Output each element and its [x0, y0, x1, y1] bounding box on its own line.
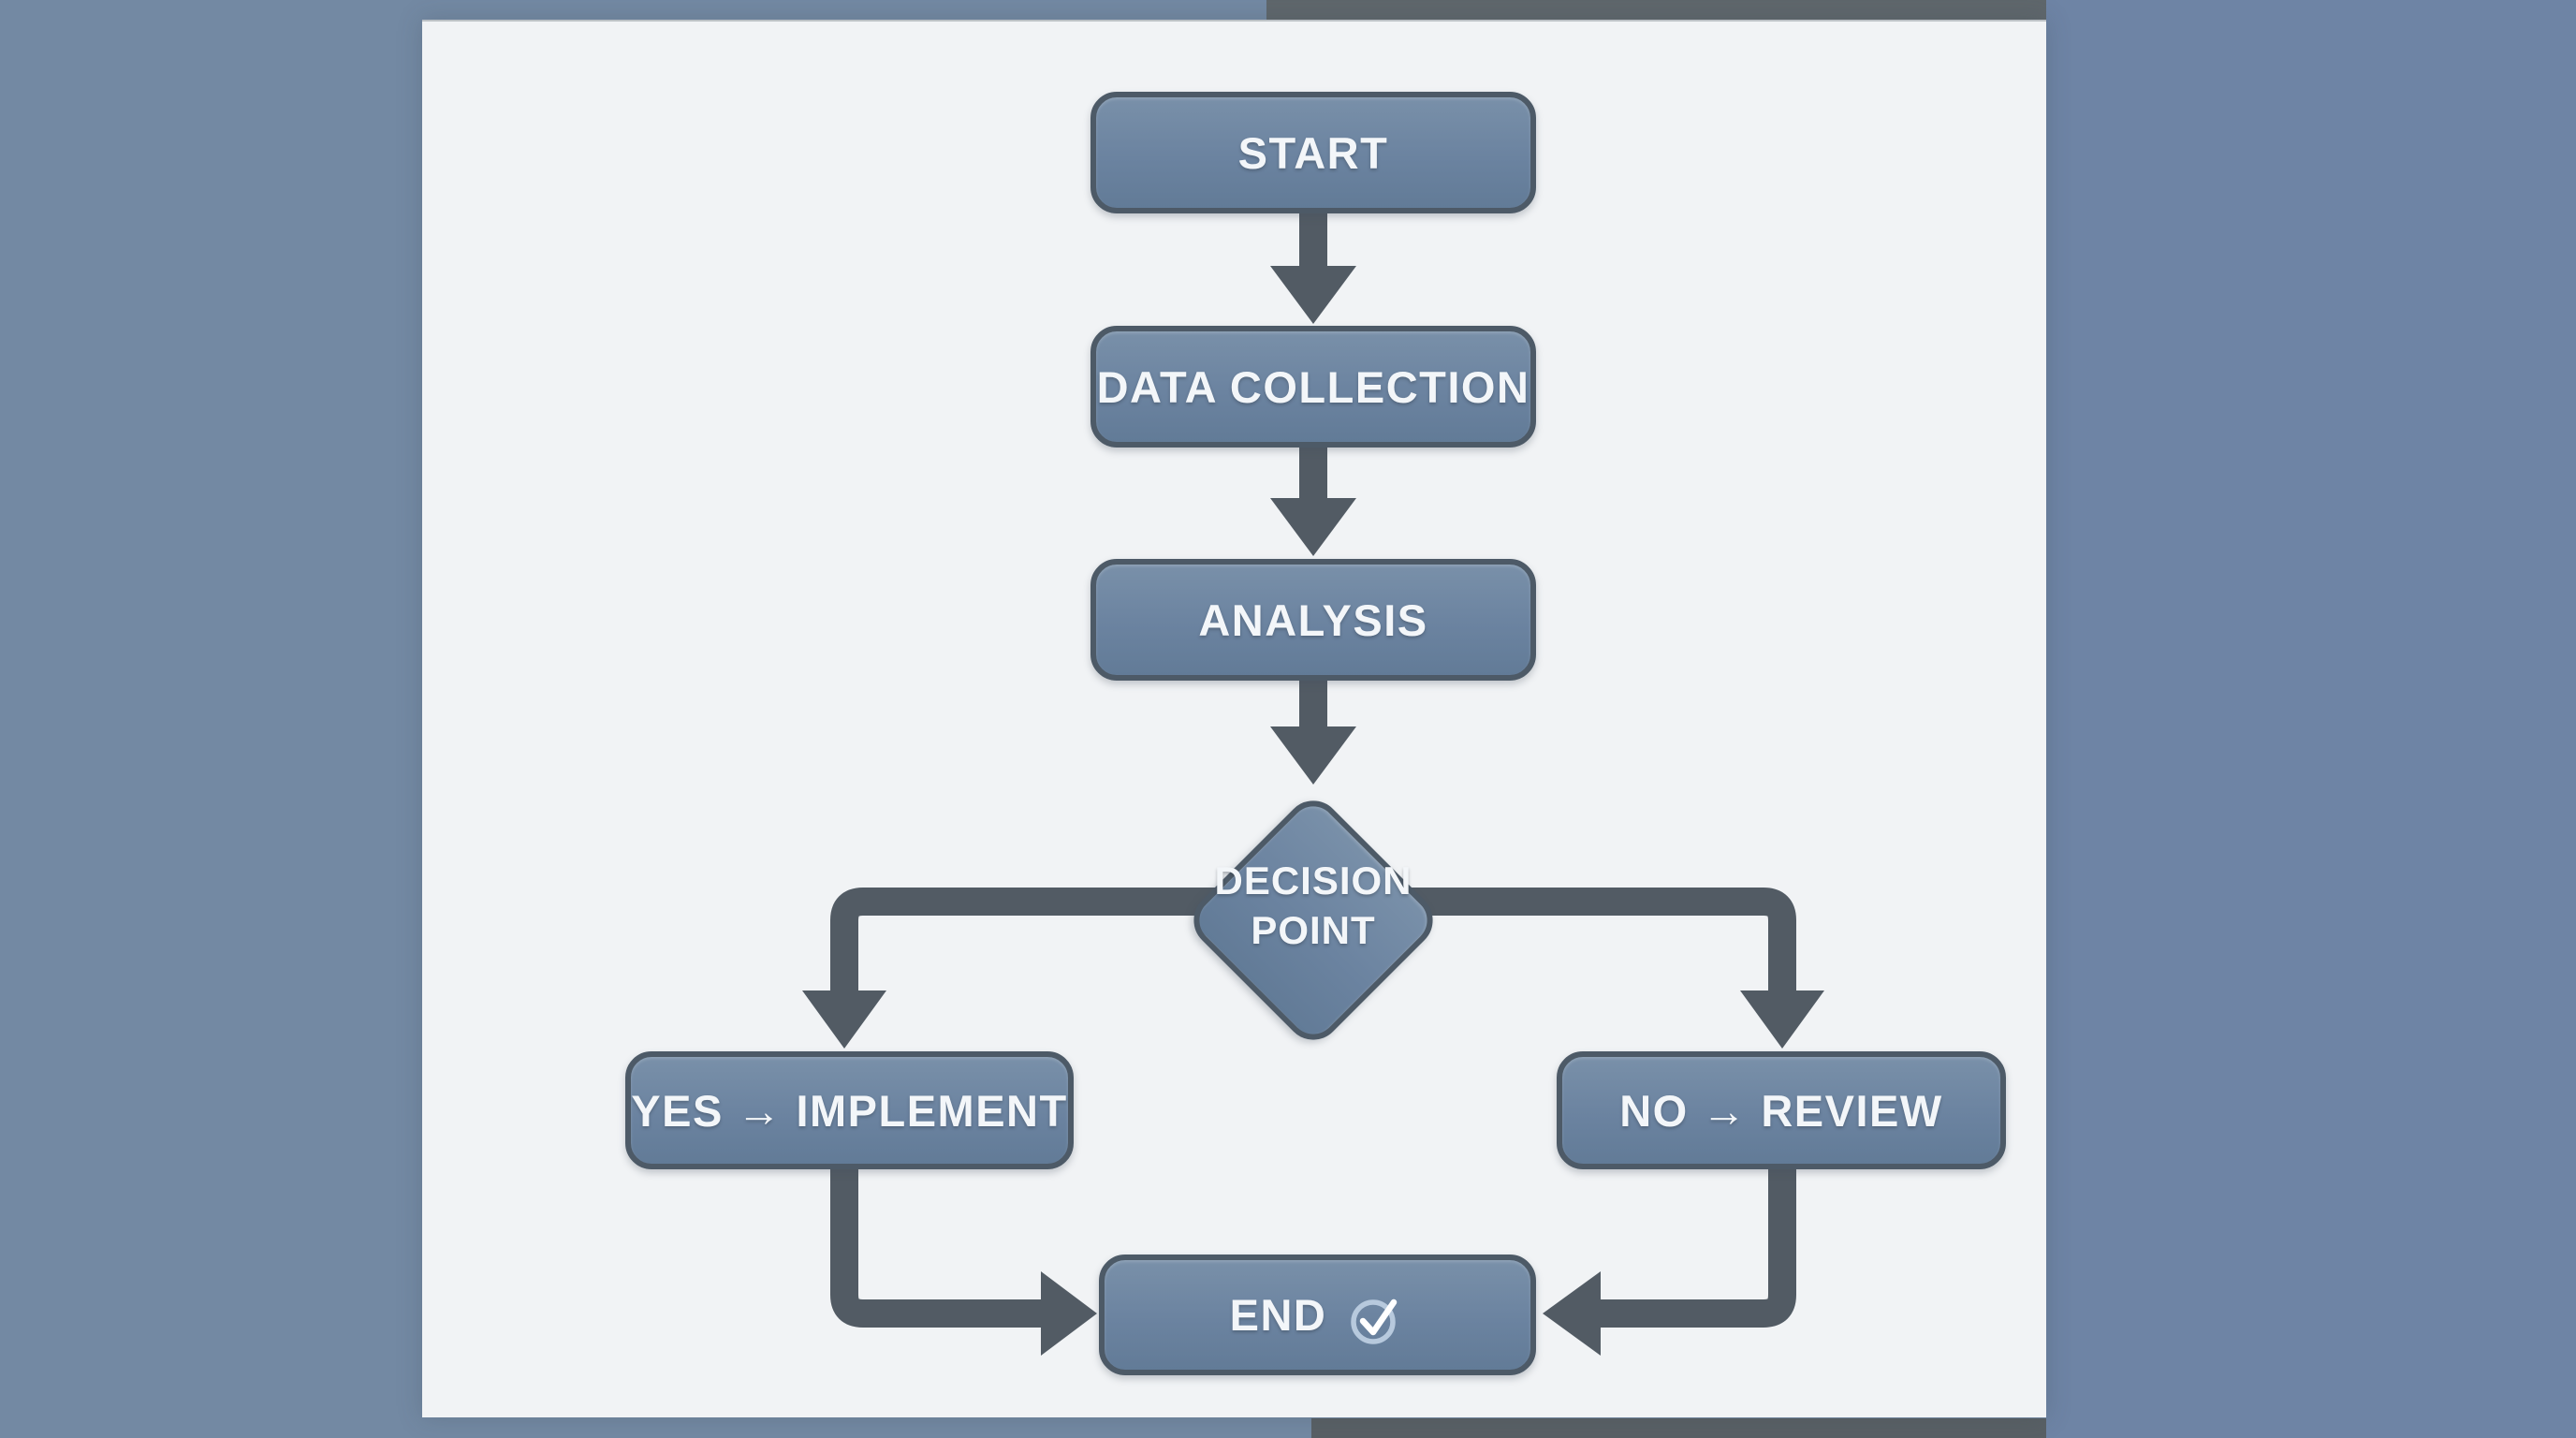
node-end-content: END — [1230, 1284, 1406, 1347]
node-start-label: START — [1237, 127, 1389, 178]
bottom-dark-strip — [1311, 1418, 2046, 1438]
node-decision-label-line2: POINT — [1251, 907, 1376, 952]
node-end: END — [1099, 1255, 1536, 1375]
top-dark-strip — [1266, 0, 2046, 20]
node-data-collection-label: DATA COLLECTION — [1096, 361, 1530, 412]
node-decision-label-line1: DECISION — [1214, 858, 1412, 902]
right-background-column — [2046, 0, 2576, 1438]
node-no-review: NO → REVIEW — [1557, 1051, 2006, 1169]
node-analysis-label: ANALYSIS — [1198, 594, 1428, 645]
node-data-collection: DATA COLLECTION — [1090, 326, 1536, 448]
node-decision-label: DECISION POINT — [1173, 857, 1454, 955]
node-start: START — [1090, 92, 1536, 213]
check-circle-icon — [1351, 1299, 1398, 1344]
node-analysis: ANALYSIS — [1090, 559, 1536, 681]
node-end-label: END — [1229, 1290, 1327, 1340]
flowchart-panel — [422, 20, 2046, 1417]
node-yes-implement: YES → IMPLEMENT — [625, 1051, 1074, 1169]
node-yes-implement-label: YES → IMPLEMENT — [631, 1085, 1068, 1136]
node-no-review-label: NO → REVIEW — [1619, 1085, 1943, 1136]
